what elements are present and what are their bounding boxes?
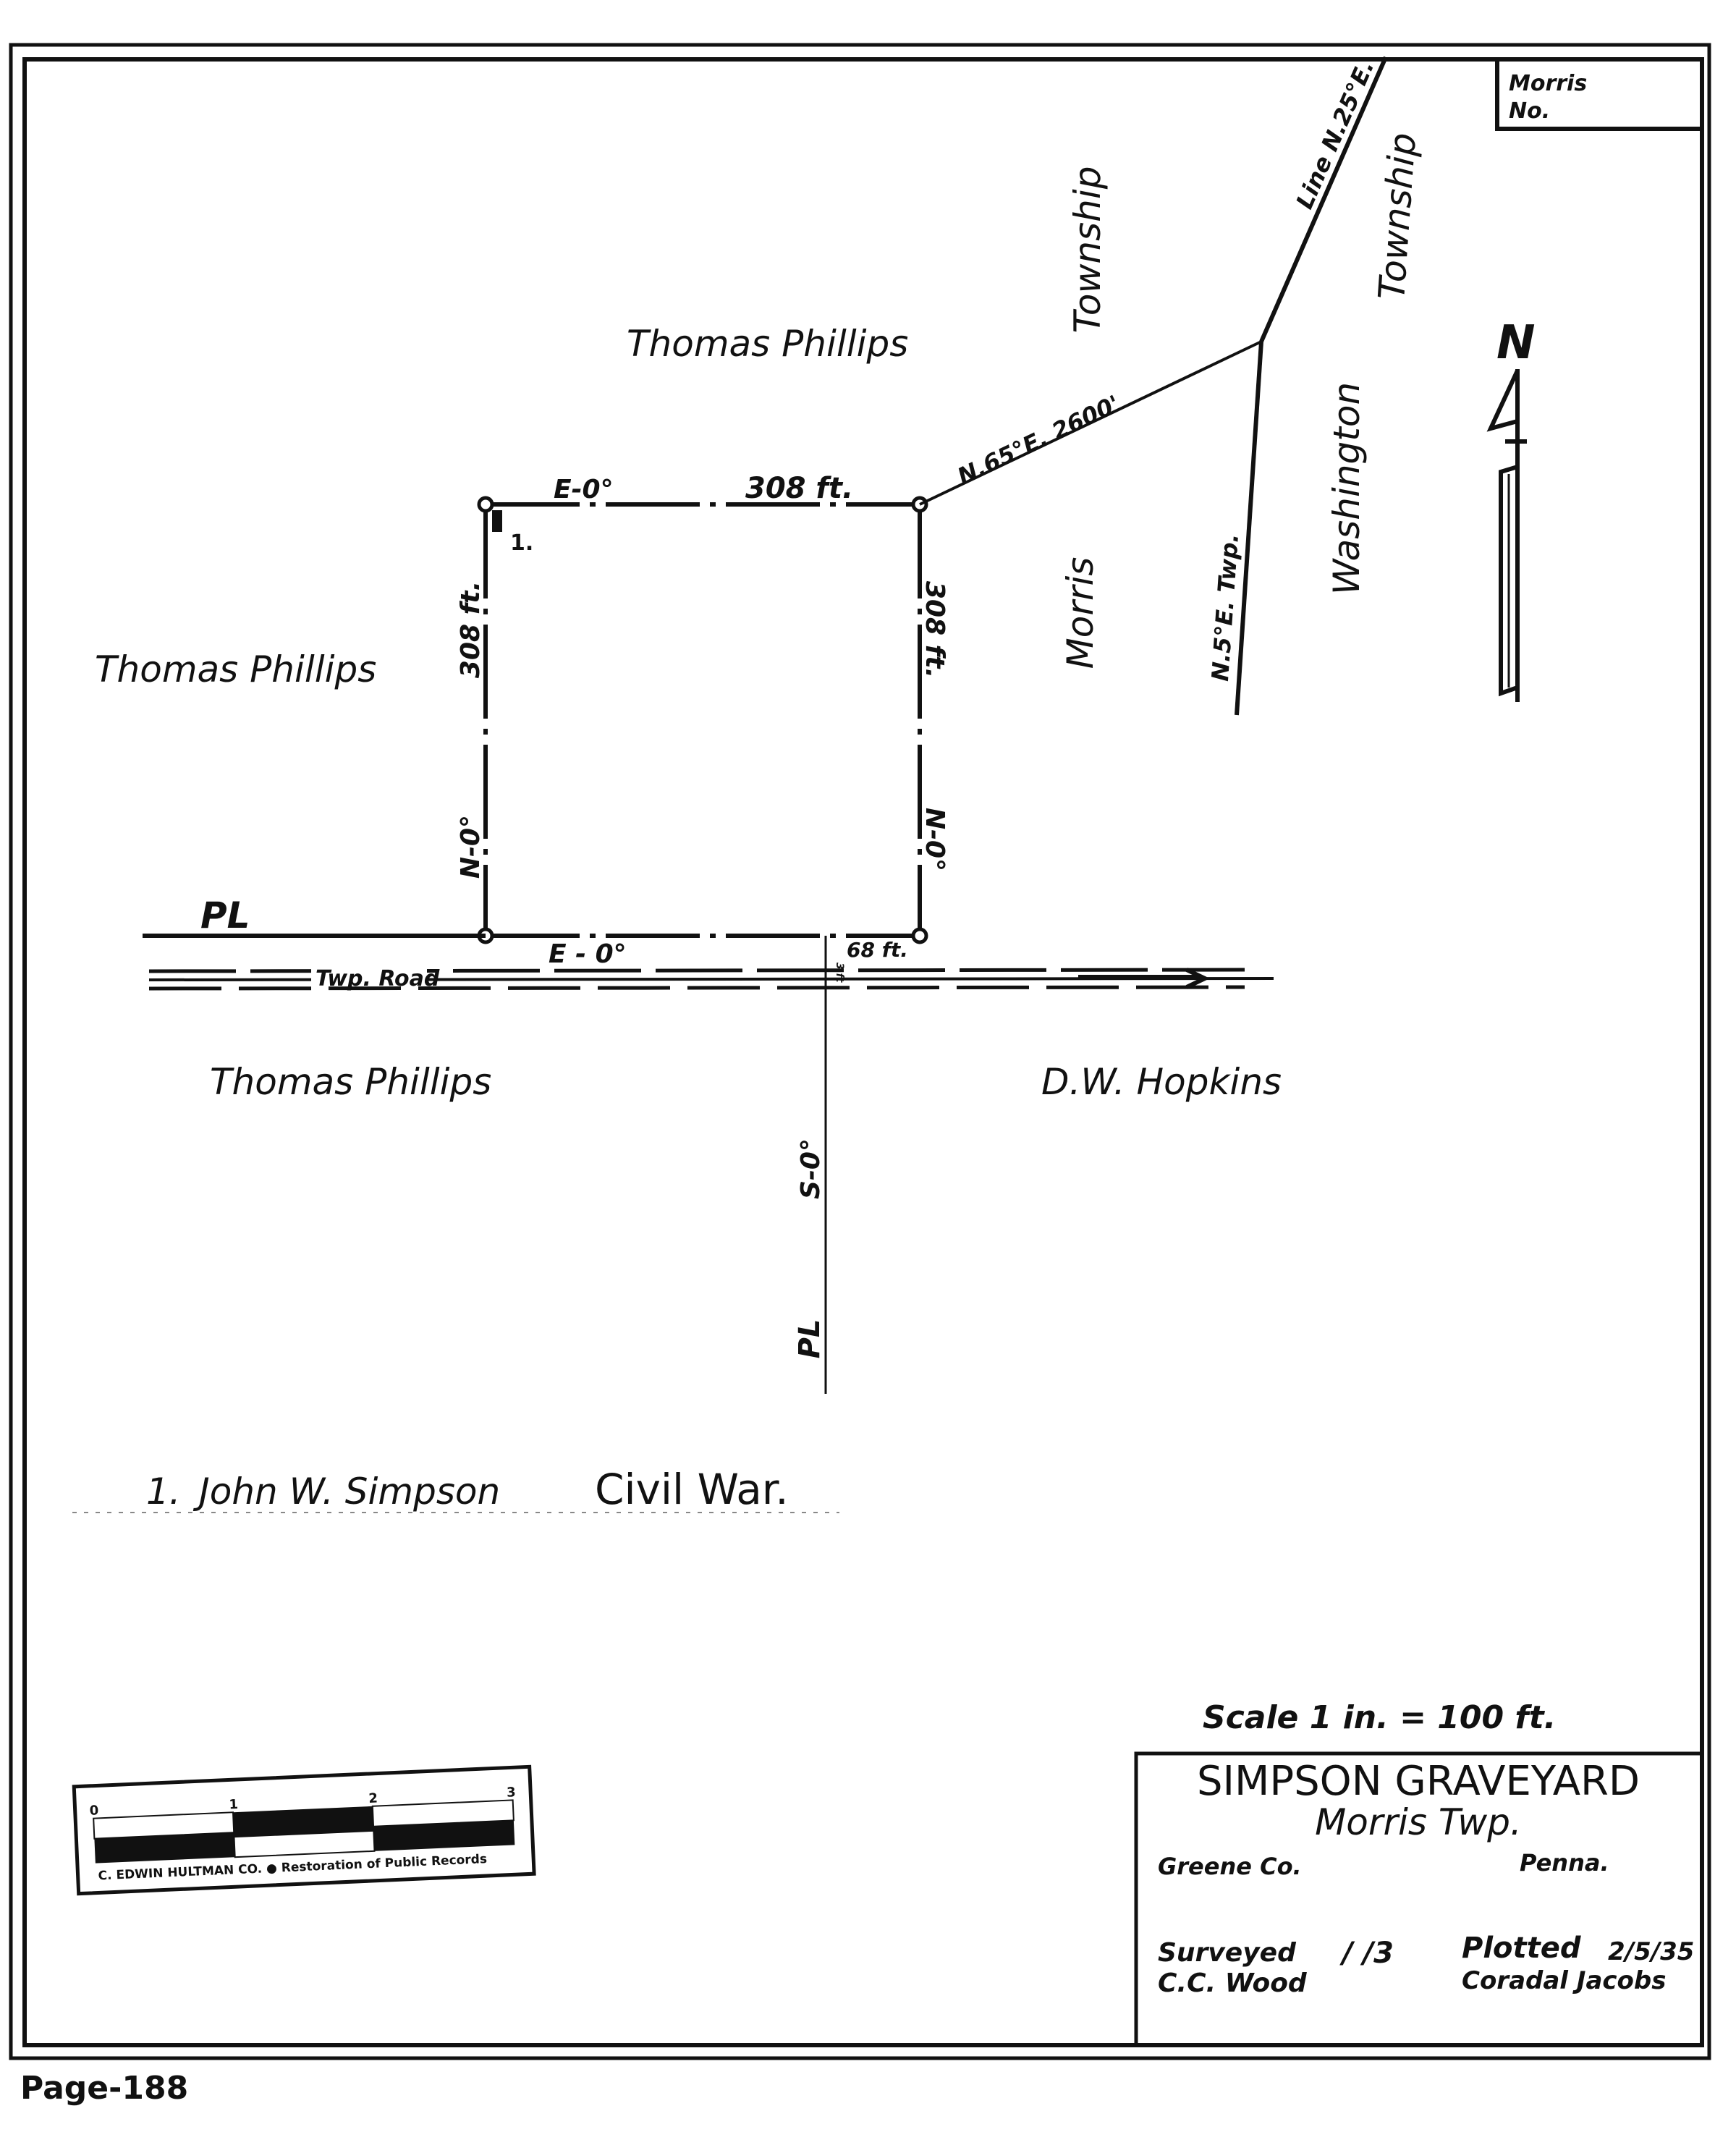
owner-west: Thomas Phillips (95, 648, 376, 690)
left-bearing: N-0° (456, 815, 486, 879)
top-length: 308 ft. (745, 472, 853, 505)
header-box: Morris No. (1495, 59, 1702, 131)
top-bearing: E-0° (554, 475, 614, 504)
grave-marker-icon (492, 510, 502, 532)
north-arrow-head-icon (1486, 369, 1520, 432)
bottom-bearing: E - 0° (549, 939, 627, 969)
surveyor: C.C. Wood (1158, 1968, 1308, 1998)
outer-border (9, 43, 1711, 2060)
survey-mark: / /3 (1339, 1937, 1394, 1970)
right-bearing: N-0° (920, 808, 949, 871)
graveyard-lot: E-0° 308 ft. 308 ft. N-0° 308 ft. N-0° E… (456, 472, 949, 983)
county: Greene Co. (1158, 1853, 1302, 1880)
ruler-tick-3: 3 (507, 1785, 516, 1801)
note-name: John W. Simpson (192, 1471, 500, 1513)
header-box-line1: Morris (1509, 71, 1587, 96)
scale-label: Scale 1 in. = 100 ft. (1203, 1699, 1556, 1736)
tie-line (919, 340, 1262, 506)
north-label: N (1496, 316, 1536, 370)
owner-southeast: D.W. Hopkins (1041, 1061, 1282, 1103)
state: Penna. (1520, 1849, 1609, 1877)
left-length: 308 ft. (456, 581, 486, 678)
subtitle: Morris Twp. (1315, 1801, 1522, 1843)
township-line-upper (1259, 56, 1388, 343)
west-pl-label: PL (200, 894, 250, 936)
morris-label: Morris (1059, 557, 1101, 669)
south-bearing: S-0° (796, 1138, 826, 1199)
title: SIMPSON GRAVEYARD (1197, 1758, 1640, 1805)
plotted-date: 2/5/35 (1608, 1937, 1694, 1966)
north-arrow: N (1486, 316, 1536, 702)
township-line-upper-label: Line N.25°E. (1290, 56, 1379, 213)
ruler-tick-1: 1 (229, 1797, 238, 1813)
washington-township-word: Township (1371, 132, 1424, 301)
header-box-line2: No. (1509, 98, 1550, 124)
page-label: Page-188 (20, 2070, 188, 2107)
owner-north: Thomas Phillips (627, 323, 908, 365)
right-length: 308 ft. (920, 581, 949, 678)
plotted-label: Plotted (1462, 1932, 1581, 1965)
township-road: Twp. Road (148, 966, 1274, 991)
note-number: 1. (146, 1471, 181, 1513)
ruler-tick-2: 2 (368, 1791, 378, 1807)
south-pl-label: PL (793, 1319, 826, 1359)
owner-southwest: Thomas Phillips (210, 1061, 491, 1103)
plotter: Coradal Jacobs (1462, 1966, 1666, 1995)
ruler-tick-0: 0 (89, 1803, 98, 1819)
inner-border (22, 57, 1704, 2047)
washington-label: Washington (1326, 382, 1368, 595)
corner-marker (911, 927, 928, 944)
road-arrow-icon (1078, 968, 1210, 989)
morris-township-word: Township (1067, 166, 1109, 334)
corner-marker (477, 496, 494, 513)
tie-line-label: N.65°E. 2600' (953, 390, 1124, 491)
road-label: Twp. Road (316, 966, 440, 991)
title-block: SIMPSON GRAVEYARD Morris Twp. Greene Co.… (1134, 1751, 1702, 2045)
offset-length: 68 ft. (847, 938, 908, 962)
burial-note: 1. John W. Simpson Civil War. (72, 1465, 839, 1514)
note-war: Civil War. (595, 1465, 789, 1514)
grave-marker-number: 1. (510, 530, 533, 556)
restoration-ruler: 0 1 2 3 C. EDWIN HULTMAN CO. ● Restorati… (72, 1764, 536, 1896)
township-line-lower (1235, 341, 1263, 716)
surveyed-label: Surveyed (1158, 1938, 1297, 1968)
